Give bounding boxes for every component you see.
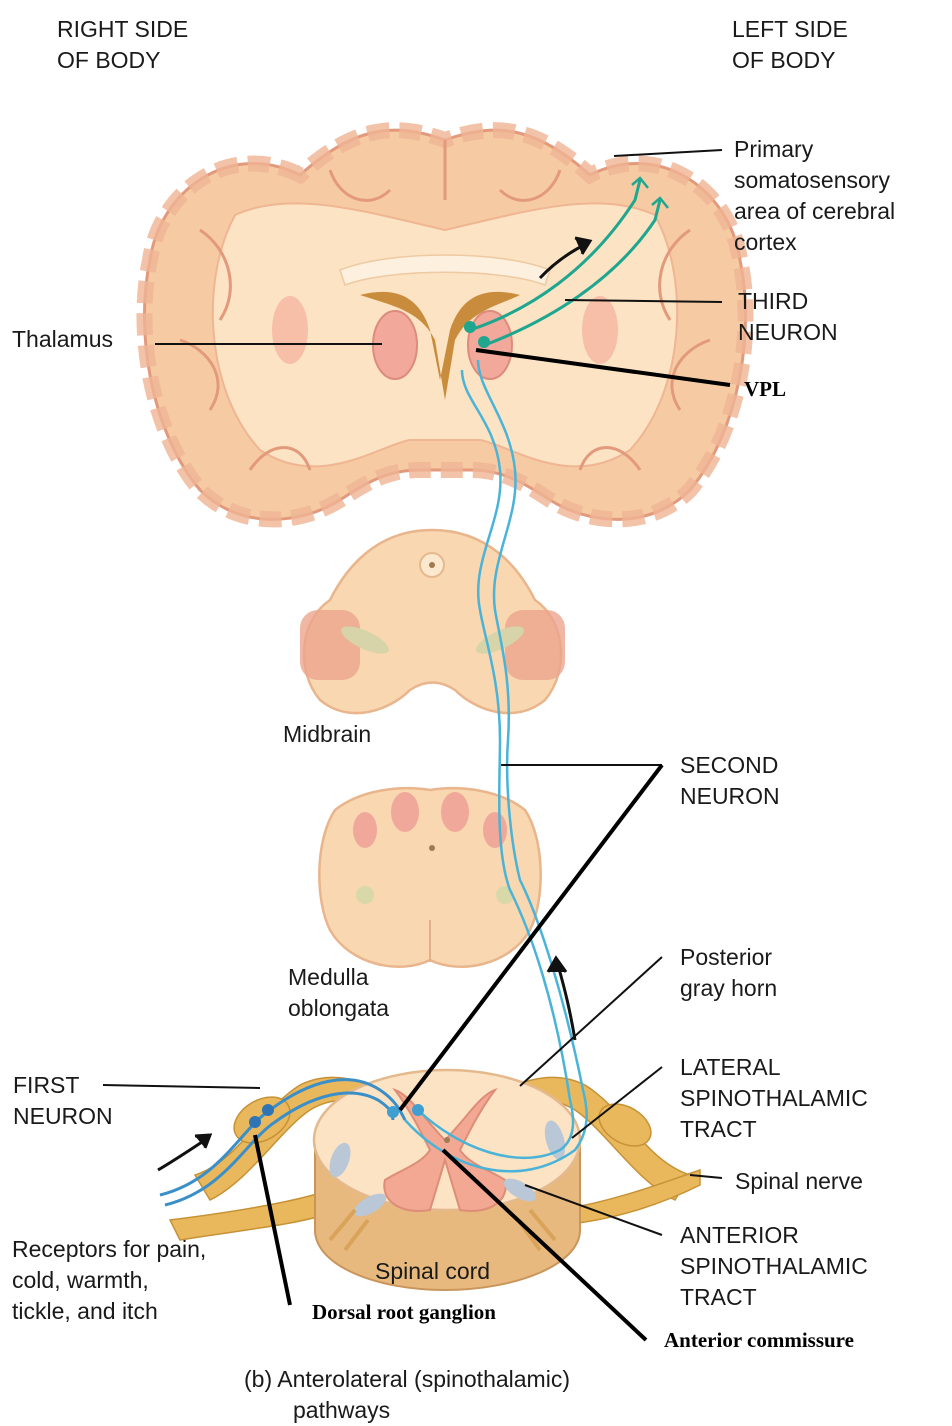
midbrain-label: Midbrain — [283, 719, 371, 750]
thalamus-label: Thalamus — [12, 324, 113, 355]
medulla-section — [319, 788, 540, 967]
receptors-label: Receptors for pain,cold, warmth,tickle, … — [12, 1234, 206, 1327]
spinal-cord-label: Spinal cord — [375, 1256, 490, 1287]
dorsal-root-ganglion-label: Dorsal root ganglion — [312, 1300, 496, 1325]
anterior-commissure-label: Anterior commissure — [664, 1328, 854, 1353]
midbrain-section — [300, 530, 565, 713]
figure-caption: (b) Anterolateral (spinothalamic)pathway… — [244, 1364, 570, 1426]
brain-coronal-section — [144, 130, 745, 519]
vpl-label: VPL — [744, 377, 786, 402]
spinal-nerve-label: Spinal nerve — [735, 1166, 863, 1197]
